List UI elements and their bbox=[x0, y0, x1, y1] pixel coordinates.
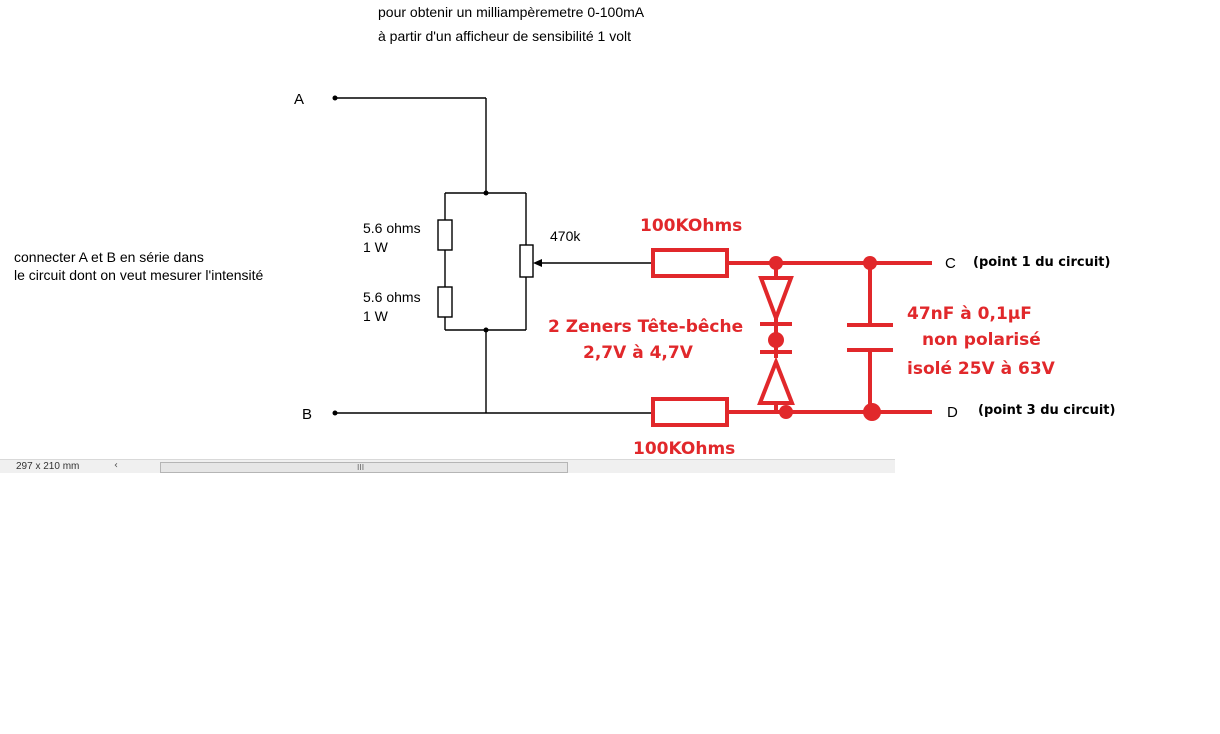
pot-value-label: 470k bbox=[550, 228, 581, 244]
header-line-1: pour obtenir un milliampèremetre 0-100mA bbox=[378, 4, 645, 20]
r1-power-label: 1 W bbox=[363, 239, 389, 255]
terminal-a-label: A bbox=[294, 91, 304, 108]
junction-bottom bbox=[483, 327, 489, 333]
resistor-bottom-100k bbox=[651, 397, 729, 427]
zener-junction bbox=[768, 332, 784, 348]
point-c-note: (point 1 du circuit) bbox=[973, 255, 1110, 270]
resistor-r2 bbox=[437, 286, 453, 318]
added-circuit bbox=[651, 248, 932, 427]
terminal-a-dot bbox=[332, 95, 338, 101]
resistor-r1 bbox=[437, 219, 453, 251]
junction-d-zener bbox=[779, 405, 793, 419]
junction-c-cap bbox=[863, 256, 877, 270]
terminal-c-label: C bbox=[945, 255, 956, 272]
page-size-label: 297 x 210 mm bbox=[16, 461, 80, 472]
potentiometer bbox=[519, 244, 534, 278]
junction-c-zener bbox=[769, 256, 783, 270]
horizontal-scrollbar[interactable]: III bbox=[160, 462, 568, 473]
cap-label-2: non polarisé bbox=[922, 330, 1041, 350]
junction-d-cap bbox=[863, 403, 881, 421]
zener-2 bbox=[757, 356, 795, 405]
r2-power-label: 1 W bbox=[363, 308, 389, 324]
point-d-note: (point 3 du circuit) bbox=[978, 403, 1115, 418]
zener-1 bbox=[758, 276, 794, 324]
junction-top bbox=[483, 190, 489, 196]
r2-value-label: 5.6 ohms bbox=[363, 289, 421, 305]
terminal-b-label: B bbox=[302, 406, 312, 423]
r1-value-label: 5.6 ohms bbox=[363, 220, 421, 236]
resistor-top-100k bbox=[651, 248, 729, 278]
zener-label-2: 2,7V à 4,7V bbox=[583, 343, 694, 363]
terminal-d-label: D bbox=[947, 404, 958, 421]
terminal-b-dot bbox=[332, 410, 338, 416]
instructions-line-2: le circuit dont on veut mesurer l'intens… bbox=[14, 267, 264, 283]
original-circuit bbox=[332, 95, 652, 416]
cap-label-1: 47nF à 0,1µF bbox=[907, 304, 1032, 324]
zener-label-1: 2 Zeners Tête-bêche bbox=[548, 317, 743, 337]
scroll-left-arrow-icon[interactable]: ‹ bbox=[114, 460, 118, 471]
cap-label-3: isolé 25V à 63V bbox=[907, 359, 1056, 379]
header-line-2: à partir d'un afficheur de sensibilité 1… bbox=[378, 28, 631, 44]
resistor-top-label: 100KOhms bbox=[640, 216, 742, 236]
wiper-arrow bbox=[533, 259, 542, 267]
scrollbar-grip-icon[interactable]: III bbox=[357, 463, 365, 472]
status-bar: 297 x 210 mm ‹ III bbox=[0, 459, 895, 473]
resistor-bottom-label: 100KOhms bbox=[633, 439, 735, 459]
instructions-line-1: connecter A et B en série dans bbox=[14, 249, 204, 265]
